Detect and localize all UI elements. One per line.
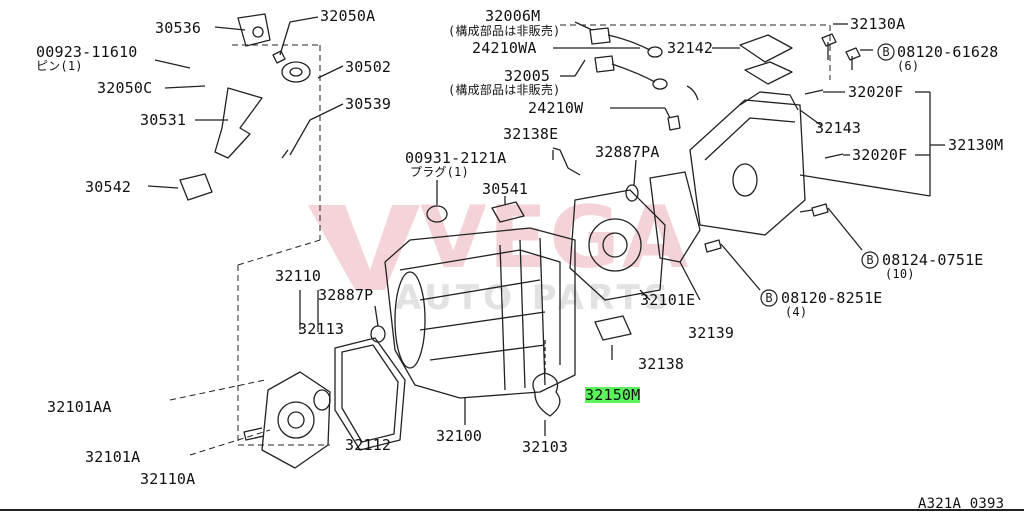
label-30536: 30536 [155,19,202,37]
label-kousei-2: (構成部品は非販売) [448,83,561,97]
label-32101A: 32101A [85,448,141,466]
label-08120-61628: 08120-61628 [897,43,999,61]
label-32143: 32143 [815,119,862,137]
label-08124-0751E: 08124-0751E [882,251,984,269]
label-00923-11610: 00923-11610 [36,43,138,61]
label-32006M: 32006M [485,7,541,25]
label-32138: 32138 [638,355,685,373]
label-32020F-upper: 32020F [848,83,904,101]
label-32050A: 32050A [320,7,376,25]
label-30542: 30542 [85,178,132,196]
label-00931-2121A: 00931-2121A [405,149,507,167]
label-32150M-highlighted: 32150M [585,386,641,404]
label-32110: 32110 [275,267,322,285]
label-32139: 32139 [688,324,735,342]
label-qty-10: (10) [885,267,915,281]
circled-b-3: B [765,291,772,305]
label-pin: ピン(1) [36,59,83,73]
label-32130A: 32130A [850,15,906,33]
label-qty-4: (4) [785,305,808,319]
label-32142: 32142 [667,39,714,57]
label-32005: 32005 [504,67,551,85]
label-30502: 30502 [345,58,392,76]
label-kousei-1: (構成部品は非販売) [448,24,561,38]
watermark-main: VEGA [420,188,691,288]
label-30541: 30541 [482,180,529,198]
label-30531: 30531 [140,111,187,129]
watermark-sub: AUTO PARTS [395,278,673,318]
label-32101E: 32101E [640,291,696,309]
label-32887P: 32887P [318,286,374,304]
label-32103: 32103 [522,438,569,456]
label-32110A: 32110A [140,470,196,488]
label-32101AA: 32101AA [47,398,112,416]
label-reference-code: A321A 0393 [918,496,1005,512]
label-32100: 32100 [436,427,483,445]
label-32020F-lower: 32020F [852,146,908,164]
label-32050C: 32050C [97,79,153,97]
label-24210W: 24210W [528,99,584,117]
label-32130M: 32130M [948,136,1004,154]
label-plug: プラグ(1) [410,165,469,179]
label-30539: 30539 [345,95,392,113]
label-32887PA: 32887PA [595,143,660,161]
label-08120-8251E: 08120-8251E [781,289,883,307]
label-32113: 32113 [298,320,345,338]
label-32138E: 32138E [503,125,559,143]
label-32112: 32112 [345,436,392,454]
circled-b-1: B [882,45,889,59]
label-qty-6: (6) [897,59,920,73]
circled-b-2: B [866,253,873,267]
label-24210WA: 24210WA [472,39,537,57]
